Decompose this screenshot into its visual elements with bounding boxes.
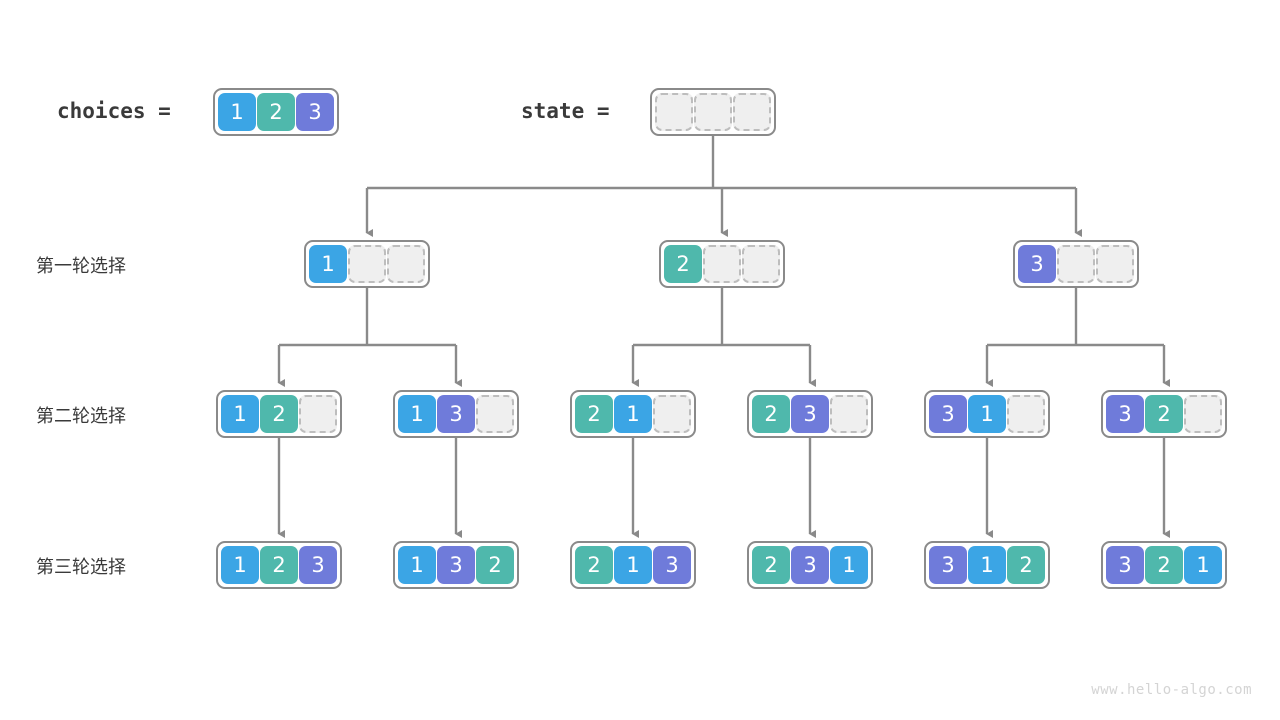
array-cell-filled: 1: [830, 546, 868, 584]
array-cell-empty: [655, 93, 693, 131]
array-cell-filled: 2: [260, 546, 298, 584]
array-cell-filled: 3: [1106, 395, 1144, 433]
array-cell-filled: 3: [1106, 546, 1144, 584]
array-cell-filled: 3: [929, 395, 967, 433]
array-cell-filled: 1: [1184, 546, 1222, 584]
array-cell-filled: 2: [1145, 395, 1183, 433]
array-cell-filled: 2: [1145, 546, 1183, 584]
array-cell-filled: 2: [257, 93, 295, 131]
tree-node: 2: [659, 240, 785, 288]
array-cell-filled: 1: [221, 395, 259, 433]
watermark: www.hello-algo.com: [1091, 682, 1252, 698]
array-cell-filled: 3: [791, 395, 829, 433]
array-cell-empty: [1184, 395, 1222, 433]
array-cell-empty: [733, 93, 771, 131]
array-cell-filled: 2: [575, 395, 613, 433]
row-label-round-1: 第一轮选择: [36, 256, 126, 277]
array-cell-empty: [742, 245, 780, 283]
array-cell-filled: 1: [398, 395, 436, 433]
array-cell-filled: 1: [218, 93, 256, 131]
array-cell-filled: 1: [398, 546, 436, 584]
array-cell-filled: 3: [653, 546, 691, 584]
array-cell-filled: 1: [968, 395, 1006, 433]
array-cell-empty: [1096, 245, 1134, 283]
array-cell-empty: [476, 395, 514, 433]
array-cell-empty: [694, 93, 732, 131]
array-cell-filled: 3: [437, 546, 475, 584]
array-cell-filled: 2: [575, 546, 613, 584]
tree-node: 1: [304, 240, 430, 288]
array-cell-empty: [830, 395, 868, 433]
array-cell-filled: 2: [752, 395, 790, 433]
array-cell-filled: 3: [299, 546, 337, 584]
array-cell-filled: 1: [309, 245, 347, 283]
array-cell-filled: 2: [260, 395, 298, 433]
array-cell-empty: [653, 395, 691, 433]
array-cell-filled: 1: [968, 546, 1006, 584]
tree-node: 3: [1013, 240, 1139, 288]
array-cell-filled: 2: [476, 546, 514, 584]
array-cell-empty: [299, 395, 337, 433]
state-array-box: [650, 88, 776, 136]
array-cell-filled: 2: [1007, 546, 1045, 584]
array-cell-filled: 1: [614, 546, 652, 584]
array-cell-filled: 1: [221, 546, 259, 584]
state-label: state =: [521, 99, 610, 123]
array-cell-filled: 1: [614, 395, 652, 433]
array-cell-filled: 3: [437, 395, 475, 433]
array-cell-empty: [348, 245, 386, 283]
row-label-round-3: 第三轮选择: [36, 557, 126, 578]
array-cell-filled: 3: [791, 546, 829, 584]
row-label-round-2: 第二轮选择: [36, 406, 126, 427]
choices-label: choices =: [57, 99, 171, 123]
array-cell-filled: 2: [664, 245, 702, 283]
array-cell-filled: 2: [752, 546, 790, 584]
array-cell-empty: [703, 245, 741, 283]
array-cell-empty: [387, 245, 425, 283]
array-cell-filled: 3: [929, 546, 967, 584]
array-cell-filled: 3: [1018, 245, 1056, 283]
array-cell-empty: [1057, 245, 1095, 283]
array-cell-empty: [1007, 395, 1045, 433]
array-cell-filled: 3: [296, 93, 334, 131]
